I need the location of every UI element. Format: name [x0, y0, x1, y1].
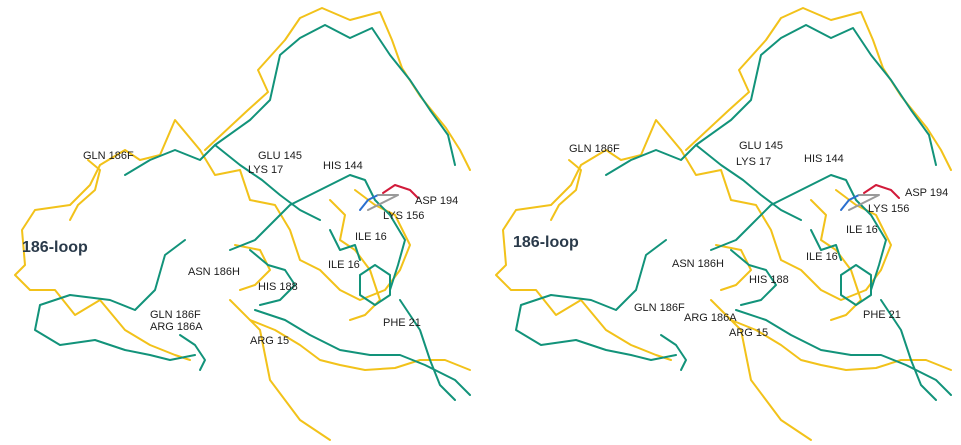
structure-superposition-left: GLN 186F GLU 145 HIS 144 LYS 17 ASP 194 …: [14, 7, 471, 441]
label-his-144: HIS 144: [323, 160, 363, 172]
green-backbone-core: [229, 174, 406, 291]
yellow-backbone-bottom: [710, 299, 812, 441]
sidechain-highlight: [840, 184, 900, 211]
yellow-backbone-outer-top: [204, 7, 471, 171]
lys-156-sidechain: [840, 194, 860, 211]
label-lys-156: LYS 156: [383, 210, 424, 222]
lys-156-sidechain: [359, 194, 379, 211]
stereo-panel-left: GLN 186F GLU 145 HIS 144 LYS 17 ASP 194 …: [0, 0, 480, 445]
asp-194-sidechain: [863, 184, 900, 199]
label-his-144: HIS 144: [804, 153, 844, 165]
label-layer: GLN 186F GLU 145 HIS 144 LYS 17 ASP 194 …: [513, 140, 948, 339]
yellow-trace: [495, 7, 952, 441]
green-sidechain-ile16: [810, 229, 842, 261]
label-186-loop: 186-loop: [513, 234, 579, 251]
yellow-sidechain-cluster: [810, 199, 862, 321]
label-arg-186a: ARG 186A: [684, 312, 737, 324]
label-ile-16-a: ILE 16: [846, 224, 878, 236]
green-backbone-left: [34, 239, 196, 361]
green-backbone-loop: [605, 144, 802, 221]
label-lys-17: LYS 17: [248, 164, 283, 176]
label-186-loop: 186-loop: [22, 239, 88, 256]
yellow-backbone-186-loop: [14, 119, 201, 361]
label-gln-186f: GLN 186F: [569, 143, 620, 155]
label-his-188: HIS 188: [258, 281, 298, 293]
label-gln-186f: GLN 186F: [83, 150, 134, 162]
yellow-backbone-core: [199, 149, 411, 301]
salt-bridge-line: [367, 194, 399, 211]
green-backbone-tail: [399, 299, 456, 401]
yellow-sidechain-his: [715, 244, 752, 291]
green-backbone-core: [710, 174, 887, 291]
green-backbone-left: [515, 239, 677, 361]
asp-194-sidechain: [382, 184, 419, 199]
yellow-backbone-lower: [249, 319, 471, 371]
green-backbone-outer-top: [214, 24, 456, 166]
yellow-trace: [14, 7, 471, 441]
yellow-backbone-core: [680, 149, 892, 301]
green-sidechain-phe21: [840, 264, 872, 306]
label-ile-16-b: ILE 16: [806, 251, 838, 263]
label-arg-15: ARG 15: [729, 327, 768, 339]
green-sidechain-his188: [730, 249, 777, 306]
label-layer: GLN 186F GLU 145 HIS 144 LYS 17 ASP 194 …: [22, 150, 458, 347]
green-trace: [34, 24, 471, 401]
green-backbone-outer-top: [695, 24, 937, 166]
yellow-backbone-gln186f: [69, 159, 101, 221]
label-gln-186f-lower: GLN 186F: [150, 309, 201, 321]
green-backbone-loop: [124, 144, 321, 221]
label-asp-194: ASP 194: [905, 187, 948, 199]
green-sidechain-phe21: [359, 264, 391, 306]
green-trace: [515, 24, 952, 401]
green-backbone-tail: [880, 299, 937, 401]
label-ile-16-a: ILE 16: [355, 231, 387, 243]
green-sidechain-bottom: [660, 334, 687, 371]
structure-superposition-right: GLN 186F GLU 145 HIS 144 LYS 17 ASP 194 …: [495, 7, 952, 441]
yellow-backbone-186-loop: [495, 119, 682, 361]
label-his-188: HIS 188: [749, 274, 789, 286]
green-sidechain-his188: [249, 249, 296, 306]
label-ile-16-b: ILE 16: [328, 259, 360, 271]
label-glu-145: GLU 145: [739, 140, 783, 152]
green-backbone-lower: [735, 309, 952, 396]
label-lys-156: LYS 156: [868, 203, 909, 215]
label-glu-145: GLU 145: [258, 150, 302, 162]
label-asn-186h: ASN 186H: [188, 266, 240, 278]
label-asp-194: ASP 194: [415, 195, 458, 207]
salt-bridge-line: [848, 194, 880, 211]
label-asn-186h: ASN 186H: [672, 258, 724, 270]
yellow-backbone-bottom: [229, 299, 331, 441]
label-lys-17: LYS 17: [736, 156, 771, 168]
label-phe-21: PHE 21: [383, 317, 421, 329]
green-sidechain-ile16: [329, 229, 361, 261]
sidechain-highlight: [359, 184, 419, 211]
yellow-backbone-gln186f: [550, 159, 582, 221]
label-phe-21: PHE 21: [863, 309, 901, 321]
stereo-panel-right: GLN 186F GLU 145 HIS 144 LYS 17 ASP 194 …: [481, 0, 961, 445]
yellow-sidechain-his: [234, 244, 271, 291]
yellow-backbone-lower: [730, 319, 952, 371]
green-sidechain-bottom: [179, 334, 206, 371]
yellow-sidechain-cluster: [329, 199, 381, 321]
label-gln-186f-lower: GLN 186F: [634, 302, 685, 314]
yellow-backbone-outer-top: [685, 7, 952, 171]
label-arg-15: ARG 15: [250, 335, 289, 347]
label-arg-186a: ARG 186A: [150, 321, 203, 333]
green-backbone-lower: [254, 309, 471, 396]
